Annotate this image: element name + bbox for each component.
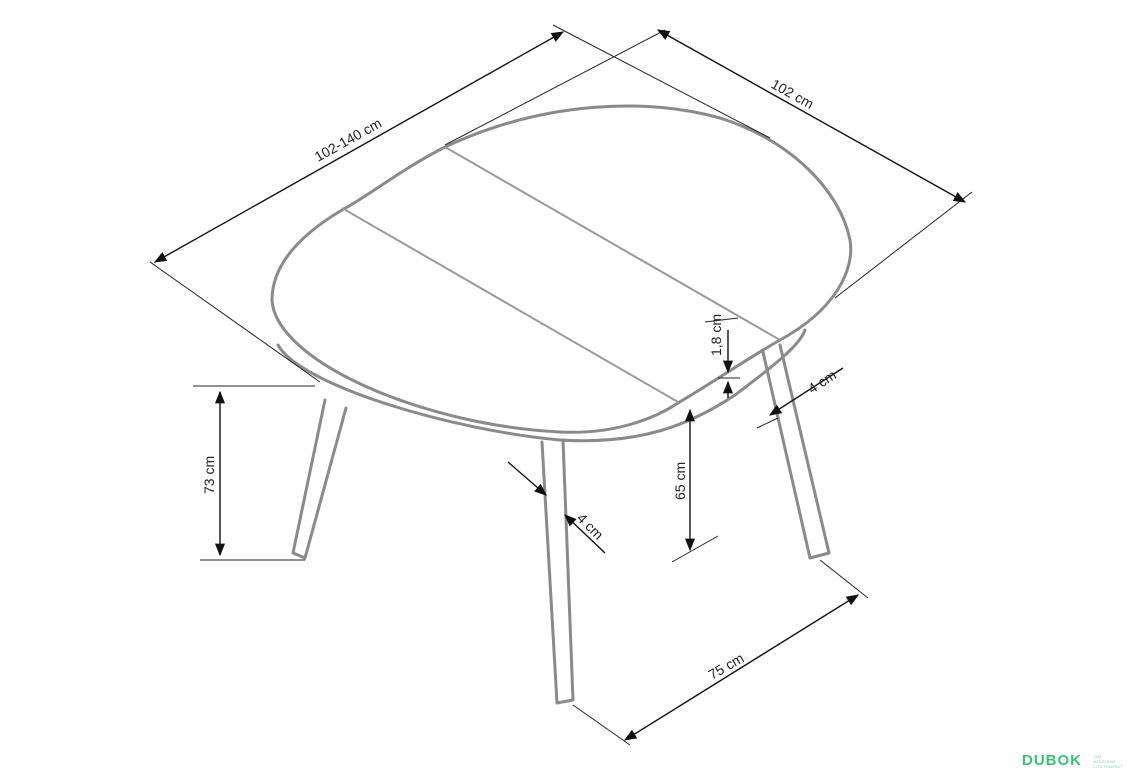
dim-width	[444, 29, 973, 299]
label-under-height: 65 cm	[672, 462, 688, 500]
label-leg-thickness-right: 4 cm	[805, 367, 839, 397]
dim-top-thickness	[704, 317, 740, 398]
table-top	[270, 104, 853, 443]
dim-leg-front	[507, 461, 606, 554]
leg-front	[540, 438, 575, 705]
label-top-thickness: 1,8 cm	[708, 314, 724, 356]
dim-extended-length	[149, 24, 771, 383]
brand-logo: DUBOK	[1022, 752, 1082, 769]
leg-right	[761, 343, 831, 560]
dim-under-height	[671, 408, 719, 563]
leaf-seam-left	[341, 207, 679, 403]
dim-leg-span	[572, 559, 869, 746]
table-top-edge	[276, 328, 807, 443]
dim-total-height	[193, 385, 315, 561]
label-leg-thickness-front: 4 cm	[574, 510, 607, 543]
table-top-rim	[270, 104, 853, 434]
leaf-seam-right	[444, 146, 781, 341]
leg-back-left	[291, 398, 348, 560]
table-legs	[291, 343, 831, 705]
label-width: 102 cm	[769, 76, 817, 112]
label-total-height: 73 cm	[201, 456, 217, 494]
dim-leg-right	[756, 367, 844, 429]
brand-tagline: ТАМ МЕБЛЕВИЙ СУПЕРМАРКЕТ	[1093, 754, 1123, 769]
